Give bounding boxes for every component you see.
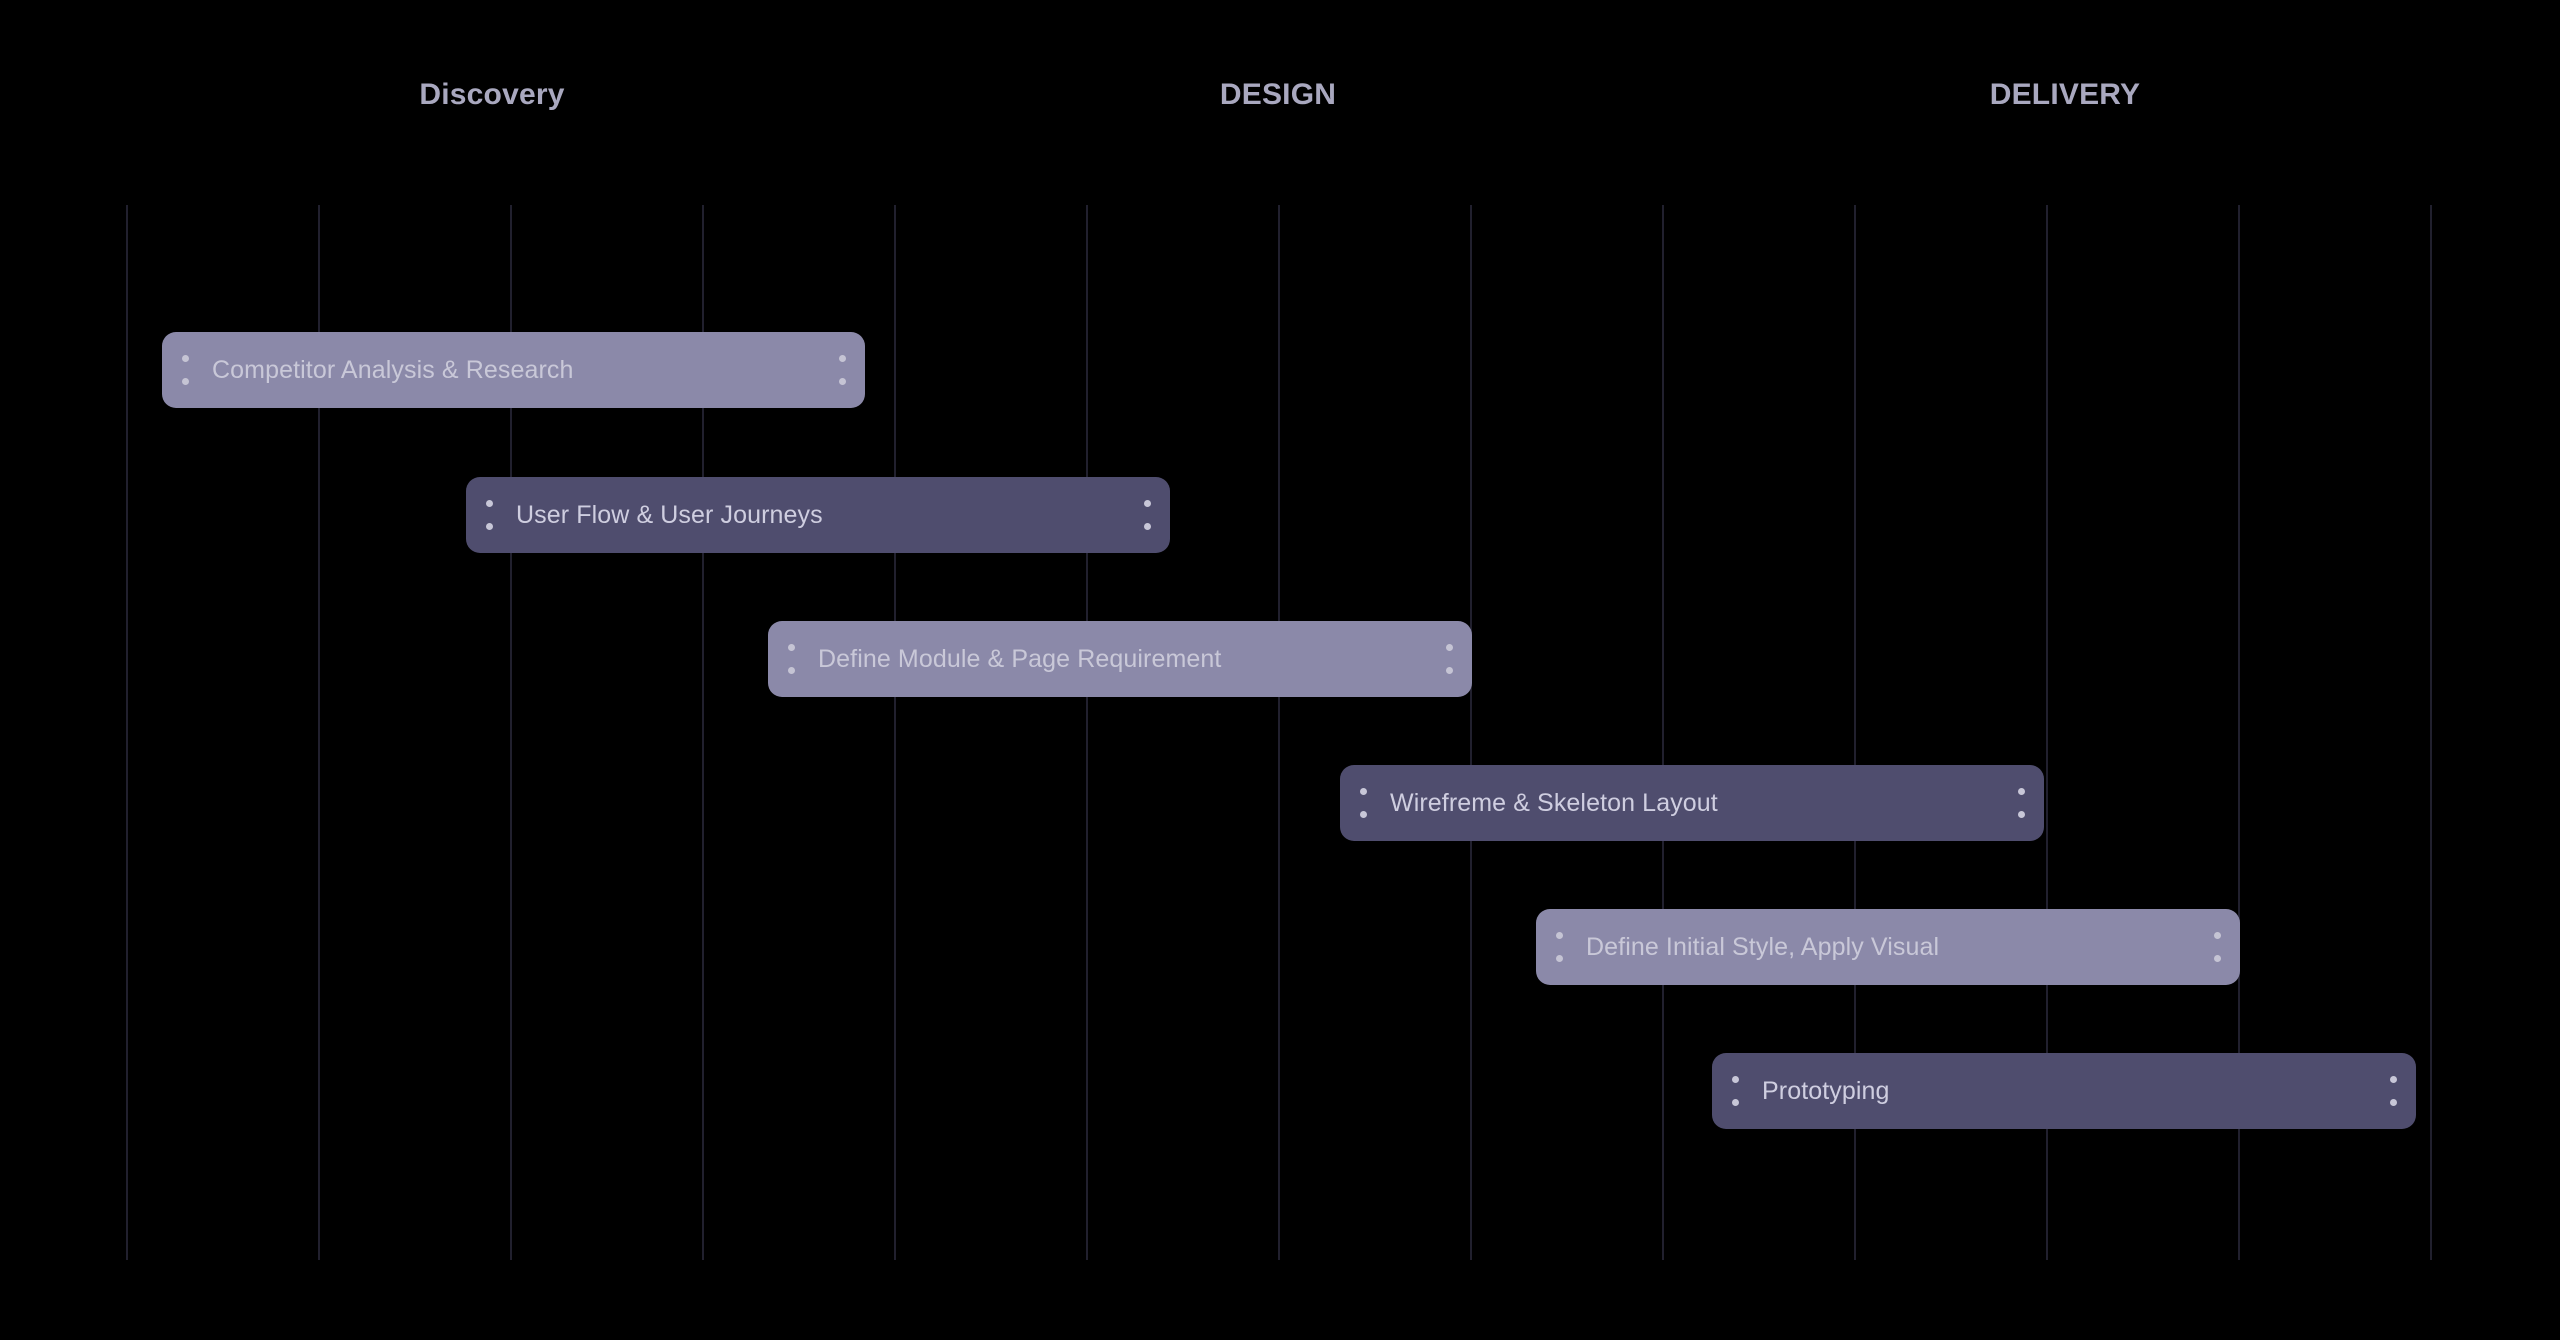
drag-handle-left-icon[interactable] — [480, 500, 498, 530]
handle-dot — [838, 378, 846, 385]
task-bar[interactable]: Competitor Analysis & Research — [162, 332, 865, 408]
task-bar-label: Define Initial Style, Apply Visual — [1586, 932, 1940, 961]
handle-dot — [1555, 932, 1563, 939]
handle-dot — [1143, 523, 1151, 530]
drag-handle-left-icon[interactable] — [782, 644, 800, 674]
handle-dot — [181, 378, 189, 385]
task-bar[interactable]: Define Initial Style, Apply Visual — [1536, 909, 2240, 985]
handle-dot — [2213, 955, 2221, 962]
task-bar-label: Prototyping — [1762, 1076, 1890, 1105]
task-bar[interactable]: User Flow & User Journeys — [466, 477, 1170, 553]
drag-handle-left-icon[interactable] — [1550, 932, 1568, 962]
task-bar[interactable]: Prototyping — [1712, 1053, 2416, 1129]
task-bar-label: Competitor Analysis & Research — [212, 355, 574, 384]
handle-dot — [2017, 788, 2025, 795]
drag-handle-right-icon[interactable] — [1138, 500, 1156, 530]
drag-handle-left-icon[interactable] — [1354, 788, 1372, 818]
handle-dot — [485, 500, 493, 507]
handle-dot — [2213, 932, 2221, 939]
task-bar-label: User Flow & User Journeys — [516, 500, 823, 529]
handle-dot — [2389, 1076, 2397, 1083]
task-bar-label: Wirefreme & Skeleton Layout — [1390, 788, 1718, 817]
handle-dot — [1143, 500, 1151, 507]
handle-dot — [2389, 1099, 2397, 1106]
task-bar-label: Define Module & Page Requirement — [818, 644, 1222, 673]
handle-dot — [1445, 644, 1453, 651]
drag-handle-right-icon[interactable] — [833, 355, 851, 385]
handle-dot — [1555, 955, 1563, 962]
handle-dot — [1359, 788, 1367, 795]
handle-dot — [1731, 1076, 1739, 1083]
drag-handle-left-icon[interactable] — [1726, 1076, 1744, 1106]
drag-handle-right-icon[interactable] — [2012, 788, 2030, 818]
handle-dot — [181, 355, 189, 362]
handle-dot — [787, 644, 795, 651]
handle-dot — [485, 523, 493, 530]
handle-dot — [1359, 811, 1367, 818]
handle-dot — [1731, 1099, 1739, 1106]
drag-handle-right-icon[interactable] — [2384, 1076, 2402, 1106]
drag-handle-right-icon[interactable] — [2208, 932, 2226, 962]
task-bar[interactable]: Wirefreme & Skeleton Layout — [1340, 765, 2044, 841]
handle-dot — [1445, 667, 1453, 674]
drag-handle-right-icon[interactable] — [1440, 644, 1458, 674]
handle-dot — [2017, 811, 2025, 818]
handle-dot — [838, 355, 846, 362]
handle-dot — [787, 667, 795, 674]
task-bar[interactable]: Define Module & Page Requirement — [768, 621, 1472, 697]
drag-handle-left-icon[interactable] — [176, 355, 194, 385]
